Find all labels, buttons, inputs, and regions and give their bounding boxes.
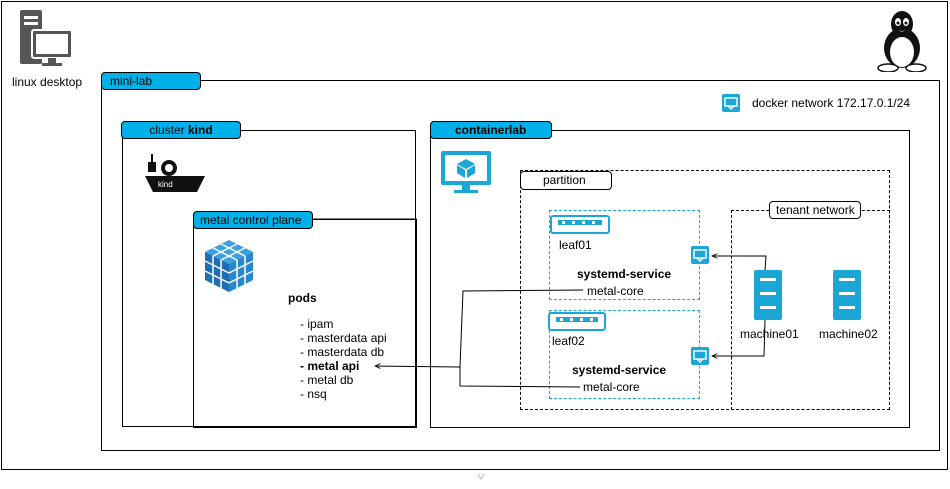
switch-icon: [548, 312, 606, 332]
machine02-label: machine02: [819, 327, 878, 341]
pod-item: - masterdata db: [300, 345, 385, 359]
outer-frame: [1, 1, 948, 470]
network-icon: [722, 94, 740, 112]
leaf01-service: systemd-service: [577, 267, 672, 281]
cluster-kind-frame: [122, 130, 416, 427]
leaf01-core: metal-core: [587, 284, 644, 298]
desktop-label: linux desktop: [12, 75, 83, 89]
machine01-label: machine01: [740, 327, 799, 341]
network-icon: [691, 347, 709, 365]
network-icon: [691, 246, 709, 264]
pod-item: - nsq: [300, 387, 327, 401]
leaf02-core-link: [375, 366, 581, 388]
leaf02-name: leaf02: [552, 334, 585, 348]
pods-list: - ipam - masterdata api - masterdata db …: [300, 317, 387, 401]
monitor-icon: [440, 150, 492, 194]
leaf01-name: leaf01: [559, 238, 592, 252]
cluster-kind-title: cluster kind: [121, 121, 241, 139]
linux-tux-icon: [876, 8, 928, 73]
containerlab-title: containerlab: [430, 121, 552, 139]
pod-item-metal-api: - metal api: [300, 359, 360, 373]
leaf02-service: systemd-service: [572, 363, 667, 377]
machine01-leaf01-link: [712, 256, 767, 271]
switch-icon: [550, 215, 610, 235]
cluster-name: kind: [188, 123, 213, 137]
pod-item: - masterdata api: [300, 331, 387, 345]
kind-logo-text: kind: [158, 180, 173, 189]
pod-item: - ipam: [300, 317, 334, 331]
pods-title: pods: [288, 291, 317, 305]
pod-item: - metal db: [300, 373, 354, 387]
docker-network-label: docker network 172.17.0.1/24: [752, 96, 911, 110]
caret-icon: [477, 473, 485, 480]
leaf01-core-link: [459, 289, 584, 368]
leaf02-core: metal-core: [583, 380, 640, 394]
server-icon: [833, 270, 861, 320]
linux-desktop-icon: [18, 10, 74, 68]
minilab-title: mini-lab: [101, 72, 201, 90]
minilab-frame: [101, 80, 940, 451]
control-plane-title: metal control plane: [193, 211, 313, 229]
partition-title: partition: [520, 171, 612, 190]
cluster-prefix: cluster: [149, 123, 188, 137]
server-icon: [754, 270, 782, 320]
tenant-network-title: tenant network: [769, 201, 861, 219]
kind-ship-icon: [143, 150, 207, 196]
machine01-leaf02-link: [712, 319, 766, 356]
containerlab-frame: [430, 130, 910, 428]
cube-icon: [203, 238, 255, 294]
